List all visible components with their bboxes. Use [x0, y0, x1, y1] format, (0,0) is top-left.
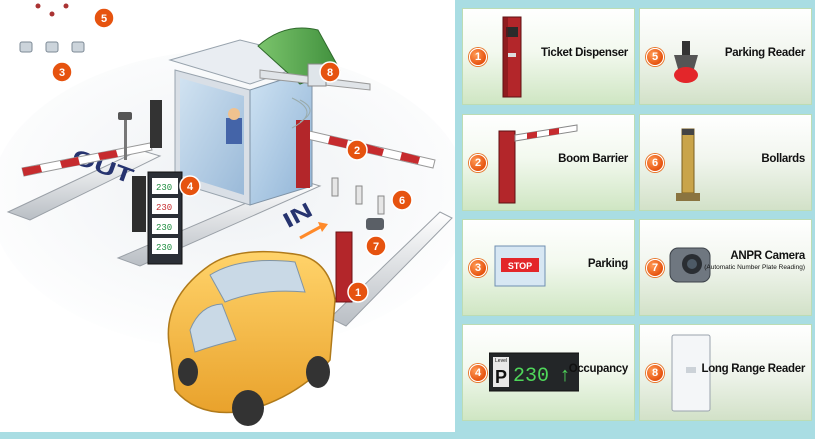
legend-number-badge: 1 — [469, 48, 487, 66]
legend-label: Parking Reader — [724, 47, 805, 59]
boom-barrier-entry — [296, 120, 436, 188]
scene-callout-7: 7 — [365, 235, 387, 257]
parking-scene-illustration: OUT IN 230 230 2 — [0, 3, 455, 426]
svg-text:3: 3 — [59, 67, 65, 79]
bollard-icon — [676, 128, 700, 201]
legend-label: Bollards — [761, 153, 805, 165]
svg-text:230: 230 — [156, 223, 172, 233]
svg-text:6: 6 — [399, 195, 405, 207]
scene-callout-1: 1 — [347, 281, 369, 303]
parking-reader-icon — [674, 41, 698, 83]
legend-card-ticket-dispenser: 1 Ticket Dispenser — [462, 8, 635, 105]
legend-number-badge: 5 — [646, 48, 664, 66]
scene-callout-3: 3 — [51, 61, 73, 83]
legend-card-bollards: 6 Bollards — [639, 114, 812, 211]
legend-number-badge: 8 — [646, 364, 664, 382]
legend-card-occupancy: 4 Level P 230 ↑ Occupancy — [462, 324, 635, 421]
legend-label: Parking — [587, 258, 628, 270]
legend-number-badge: 3 — [469, 259, 487, 277]
svg-text:8: 8 — [327, 67, 333, 79]
svg-text:230: 230 — [513, 365, 549, 388]
svg-text:230: 230 — [156, 203, 172, 213]
stop-sign-icon: STOP — [494, 245, 546, 287]
legend-number-badge: 4 — [469, 364, 487, 382]
occupancy-sign-scene: 230 230 230 230 — [147, 171, 183, 265]
svg-text:230: 230 — [156, 183, 172, 193]
legend-number-badge: 6 — [646, 154, 664, 172]
legend-label: Boom Barrier — [558, 153, 628, 165]
legend-sublabel: (Automatic Number Plate Reading) — [704, 264, 805, 271]
legend-card-parking: 3 STOP Parking — [462, 219, 635, 316]
ticket-dispenser-icon — [502, 16, 522, 98]
legend-number-badge: 7 — [646, 259, 664, 277]
svg-text:↑: ↑ — [560, 364, 570, 386]
legend-card-long-range-reader: 8 Long Range Reader — [639, 324, 812, 421]
long-range-reader-icon — [671, 334, 711, 412]
boom-barrier-exit — [21, 100, 162, 177]
occupancy-sign-icon: Level P 230 ↑ — [489, 352, 579, 392]
scene-callout-2: 2 — [346, 139, 368, 161]
legend-card-anpr-camera: 7 ANPR Camera (Automatic Number Plate Re… — [639, 219, 812, 316]
svg-text:P: P — [495, 367, 507, 387]
yellow-car — [167, 250, 336, 426]
legend-label: Ticket Dispenser — [540, 47, 628, 59]
scene-callout-6: 6 — [391, 189, 413, 211]
legend-label: Long Range Reader — [701, 363, 805, 375]
legend-label: ANPR Camera (Automatic Number Plate Read… — [704, 250, 805, 271]
svg-text:5: 5 — [101, 13, 107, 25]
legend-number-badge: 2 — [469, 154, 487, 172]
legend-card-boom-barrier: 2 Boom Barrier — [462, 114, 635, 211]
svg-text:2: 2 — [354, 145, 360, 157]
svg-text:4: 4 — [187, 181, 194, 193]
scene-callout-5: 5 — [93, 7, 115, 29]
anpr-camera-icon — [669, 247, 711, 283]
legend-panel: 1 Ticket Dispenser 5 Parking Reader 2 Bo… — [455, 0, 815, 439]
legend-label-text: ANPR Camera — [730, 250, 805, 262]
scene-callout-8: 8 — [319, 61, 341, 83]
scene-callout-4: 4 — [179, 175, 201, 197]
boom-barrier-icon — [498, 124, 578, 204]
svg-text:7: 7 — [373, 241, 379, 253]
svg-text:STOP: STOP — [508, 261, 532, 271]
legend-card-parking-reader: 5 Parking Reader — [639, 8, 812, 105]
svg-text:1: 1 — [355, 287, 361, 299]
legend-label: Occupancy — [568, 363, 629, 375]
svg-text:230: 230 — [156, 243, 172, 253]
svg-text:Level: Level — [495, 358, 507, 364]
bottom-stripe — [0, 432, 815, 439]
